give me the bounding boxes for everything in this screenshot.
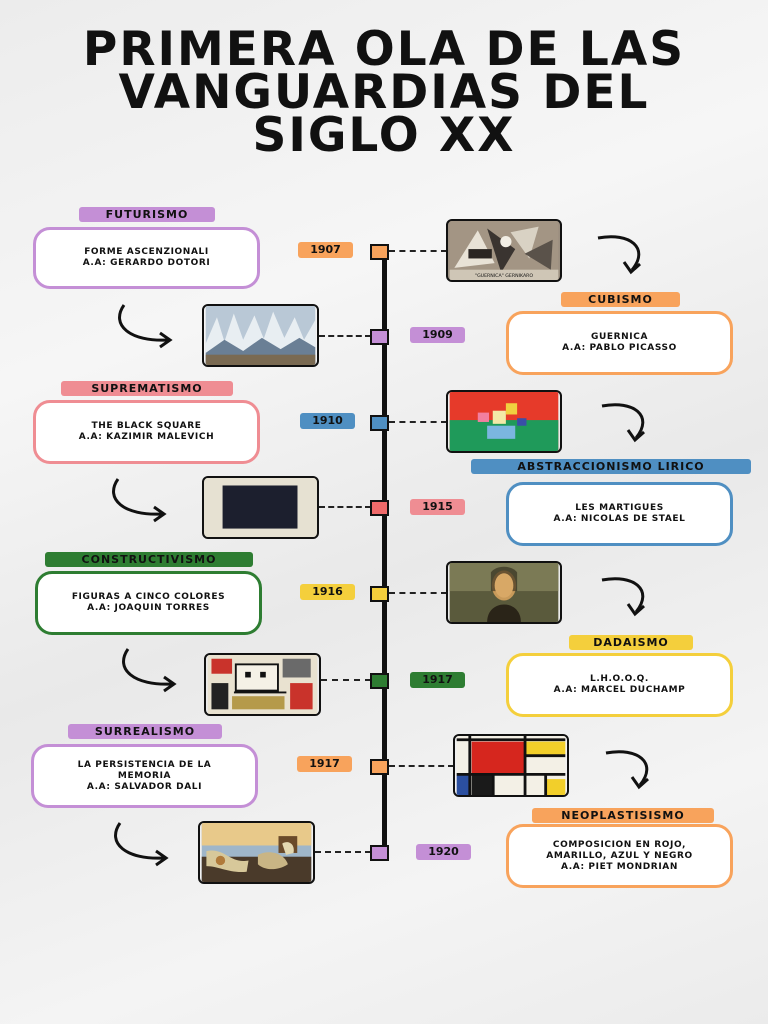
work-author: A.A: NICOLAS DE STAEL <box>553 514 686 524</box>
work-title: FORME ASCENZIONALI <box>84 247 209 257</box>
persistencia-memoria-image <box>201 823 312 882</box>
timeline-node-1915 <box>370 500 389 516</box>
connector-1917b <box>389 765 454 767</box>
work-title: LA PERSISTENCIA DE LA MEMORIA <box>77 759 212 781</box>
lhooq-image <box>449 563 559 622</box>
timeline-node-1916 <box>370 586 389 602</box>
year-badge-1920: 1920 <box>416 844 471 860</box>
movement-label-dadaismo: DADAISMO <box>569 635 693 650</box>
connector-1915 <box>319 506 371 508</box>
movement-label-suprematismo: SUPREMATISMO <box>61 381 233 396</box>
artwork-image-lhooq <box>446 561 562 624</box>
mondrian-image <box>456 736 566 795</box>
forme-ascenzionali-image <box>205 306 316 365</box>
movement-label-cubismo: CUBISMO <box>561 292 680 307</box>
curved-arrow-icon <box>601 577 645 617</box>
work-author: A.A: MARCEL DUCHAMP <box>553 685 686 695</box>
work-author: A.A: PABLO PICASSO <box>562 343 677 353</box>
figuras-cinco-colores-image <box>207 655 318 714</box>
curved-arrow-icon <box>605 750 649 790</box>
work-author: A.A: PIET MONDRIAN <box>561 861 678 872</box>
work-author: A.A: GERARDO DOTORI <box>82 258 211 268</box>
work-author: A.A: KAZIMIR MALEVICH <box>78 432 215 442</box>
work-title: GUERNICA <box>590 332 649 342</box>
title-line-1: PRIMERA OLA DE LAS <box>82 22 686 77</box>
connector-1910 <box>389 421 447 423</box>
event-box-neoplastisismo: COMPOSICION EN ROJO, AMARILLO, AZUL Y NE… <box>506 824 733 888</box>
connector-1909 <box>319 335 371 337</box>
movement-label-abstraccionismo-lirico: ABSTRACCIONISMO LIRICO <box>471 459 751 474</box>
event-box-cubismo: GUERNICA A.A: PABLO PICASSO <box>506 311 733 375</box>
event-box-surrealismo: LA PERSISTENCIA DE LA MEMORIA A.A: SALVA… <box>31 744 258 808</box>
connector-1907 <box>389 250 447 252</box>
curved-arrow-icon <box>122 648 177 693</box>
title-line-3: SIGLO XX <box>252 108 516 163</box>
timeline-node-1917a <box>370 673 389 689</box>
work-author: A.A: JOAQUIN TORRES <box>87 603 210 613</box>
year-badge-1915: 1915 <box>410 499 465 515</box>
timeline-node-1917b <box>370 759 389 775</box>
connector-1917a <box>321 679 371 681</box>
timeline-node-1907 <box>370 244 389 260</box>
movement-label-constructivismo: CONSTRUCTIVISMO <box>45 552 253 567</box>
work-title: L.H.O.O.Q. <box>590 674 649 684</box>
work-author: A.A: SALVADOR DALI <box>86 781 203 792</box>
curved-arrow-icon <box>118 304 173 349</box>
work-title: COMPOSICION EN ROJO, AMARILLO, AZUL Y NE… <box>546 839 693 861</box>
timeline-axis <box>382 250 387 852</box>
artwork-image-guernica: "GUERNICA" GERNIKARO <box>446 219 562 282</box>
artwork-image-les-martigues <box>446 390 562 453</box>
title-line-2: VANGUARDIAS DEL <box>118 65 650 120</box>
timeline-node-1909 <box>370 329 389 345</box>
guernica-caption: "GUERNICA" GERNIKARO <box>475 273 533 279</box>
year-badge-1909: 1909 <box>410 327 465 343</box>
les-martigues-image <box>449 392 559 451</box>
artwork-image-figuras-cinco-colores <box>204 653 321 716</box>
event-box-dadaismo: L.H.O.O.Q. A.A: MARCEL DUCHAMP <box>506 653 733 717</box>
year-badge-1910: 1910 <box>300 413 355 429</box>
timeline-node-1910 <box>370 415 389 431</box>
year-badge-1907: 1907 <box>298 242 353 258</box>
curved-arrow-icon <box>114 822 169 867</box>
connector-1920 <box>315 851 371 853</box>
black-square-image <box>205 478 316 537</box>
artwork-image-mondrian <box>453 734 569 797</box>
event-box-suprematismo: THE BLACK SQUARE A.A: KAZIMIR MALEVICH <box>33 400 260 464</box>
curved-arrow-icon <box>112 478 167 523</box>
artwork-image-black-square <box>202 476 319 539</box>
guernica-image: "GUERNICA" GERNIKARO <box>449 221 559 280</box>
movement-label-futurismo: FUTURISMO <box>79 207 215 222</box>
event-box-futurismo: FORME ASCENZIONALI A.A: GERARDO DOTORI <box>33 227 260 289</box>
connector-1916 <box>389 592 447 594</box>
work-title: LES MARTIGUES <box>575 503 664 513</box>
curved-arrow-icon <box>601 403 645 443</box>
year-badge-1916: 1916 <box>300 584 355 600</box>
timeline-node-1920 <box>370 845 389 861</box>
artwork-image-persistencia-memoria <box>198 821 315 884</box>
year-badge-1917a: 1917 <box>410 672 465 688</box>
event-box-constructivismo: FIGURAS A CINCO COLORES A.A: JOAQUIN TOR… <box>35 571 262 635</box>
artwork-image-forme-ascenzionali <box>202 304 319 367</box>
movement-label-surrealismo: SURREALISMO <box>68 724 222 739</box>
year-badge-1917b: 1917 <box>297 756 352 772</box>
curved-arrow-icon <box>597 235 641 275</box>
work-title: THE BLACK SQUARE <box>91 421 202 431</box>
page-title: PRIMERA OLA DE LAS VANGUARDIAS DEL SIGLO… <box>0 22 768 163</box>
event-box-abstraccionismo-lirico: LES MARTIGUES A.A: NICOLAS DE STAEL <box>506 482 733 546</box>
work-title: FIGURAS A CINCO COLORES <box>71 592 226 602</box>
movement-label-neoplastisismo: NEOPLASTISISMO <box>532 808 714 823</box>
